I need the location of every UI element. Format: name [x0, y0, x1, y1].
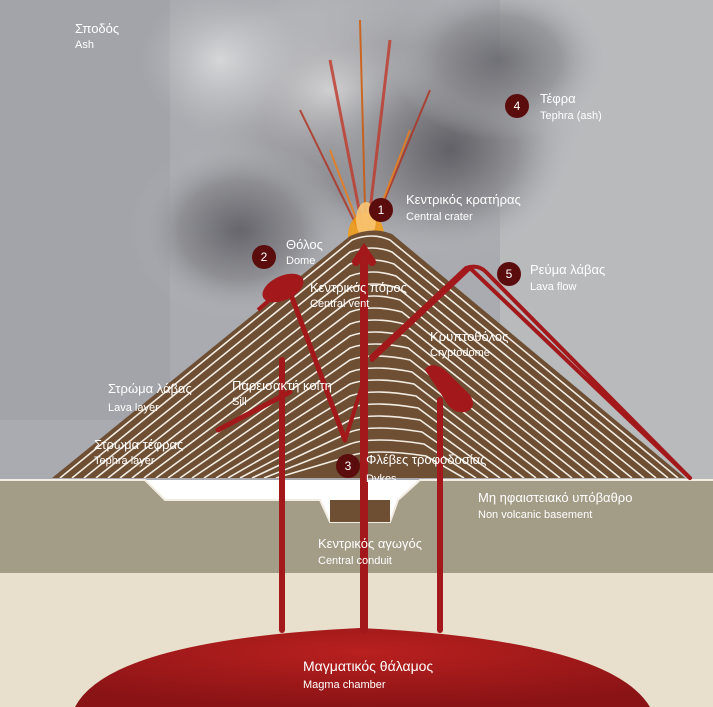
svg-text:Dome: Dome: [286, 255, 315, 267]
svg-text:Magma chamber: Magma chamber: [303, 679, 386, 691]
svg-text:Sill: Sill: [232, 396, 247, 408]
svg-text:Μη ηφαιστειακό υπόβαθρο: Μη ηφαιστειακό υπόβαθρο: [478, 490, 632, 505]
svg-text:4: 4: [514, 99, 521, 113]
svg-text:Central crater: Central crater: [406, 211, 473, 223]
svg-text:Τέφρα: Τέφρα: [540, 91, 576, 106]
svg-text:Ρεύμα λάβας: Ρεύμα λάβας: [530, 262, 605, 277]
marker-4: 4: [505, 94, 529, 118]
svg-text:Lava layer: Lava layer: [108, 402, 159, 414]
svg-text:Σποδός: Σποδός: [75, 21, 119, 36]
svg-text:Dykes: Dykes: [366, 473, 397, 485]
svg-text:Κεντρικός αγωγός: Κεντρικός αγωγός: [318, 536, 422, 551]
svg-text:Κεντρικός πόρος: Κεντρικός πόρος: [310, 280, 407, 295]
svg-text:Non volcanic basement: Non volcanic basement: [478, 509, 592, 521]
svg-text:Lava flow: Lava flow: [530, 281, 577, 293]
svg-text:Tephra layer: Tephra layer: [94, 455, 155, 467]
svg-text:3: 3: [345, 459, 352, 473]
svg-text:Central conduit: Central conduit: [318, 555, 392, 567]
svg-text:1: 1: [378, 203, 385, 217]
svg-text:Μαγματικός θάλαμος: Μαγματικός θάλαμος: [303, 658, 433, 674]
svg-text:2: 2: [261, 250, 268, 264]
marker-1: 1: [369, 198, 393, 222]
svg-text:Φλέβες τροφοδοσίας: Φλέβες τροφοδοσίας: [366, 452, 486, 467]
svg-text:Θόλος: Θόλος: [286, 237, 323, 252]
svg-text:Κεντρικός κρατήρας: Κεντρικός κρατήρας: [406, 192, 521, 207]
marker-5: 5: [497, 262, 521, 286]
svg-text:Central vent: Central vent: [310, 298, 369, 310]
svg-text:Παρεισακτή κοίτη: Παρεισακτή κοίτη: [232, 378, 332, 393]
marker-3: 3: [336, 454, 360, 478]
svg-text:Στρώμα τέφρας: Στρώμα τέφρας: [94, 437, 183, 452]
svg-text:Cryptodome: Cryptodome: [430, 347, 490, 359]
svg-text:Ash: Ash: [75, 39, 94, 51]
svg-text:Tephra (ash): Tephra (ash): [540, 110, 602, 122]
marker-2: 2: [252, 245, 276, 269]
svg-text:5: 5: [506, 267, 513, 281]
svg-text:Κρυπτοθόλος: Κρυπτοθόλος: [430, 329, 508, 344]
svg-text:Στρώμα λάβας: Στρώμα λάβας: [108, 381, 192, 396]
